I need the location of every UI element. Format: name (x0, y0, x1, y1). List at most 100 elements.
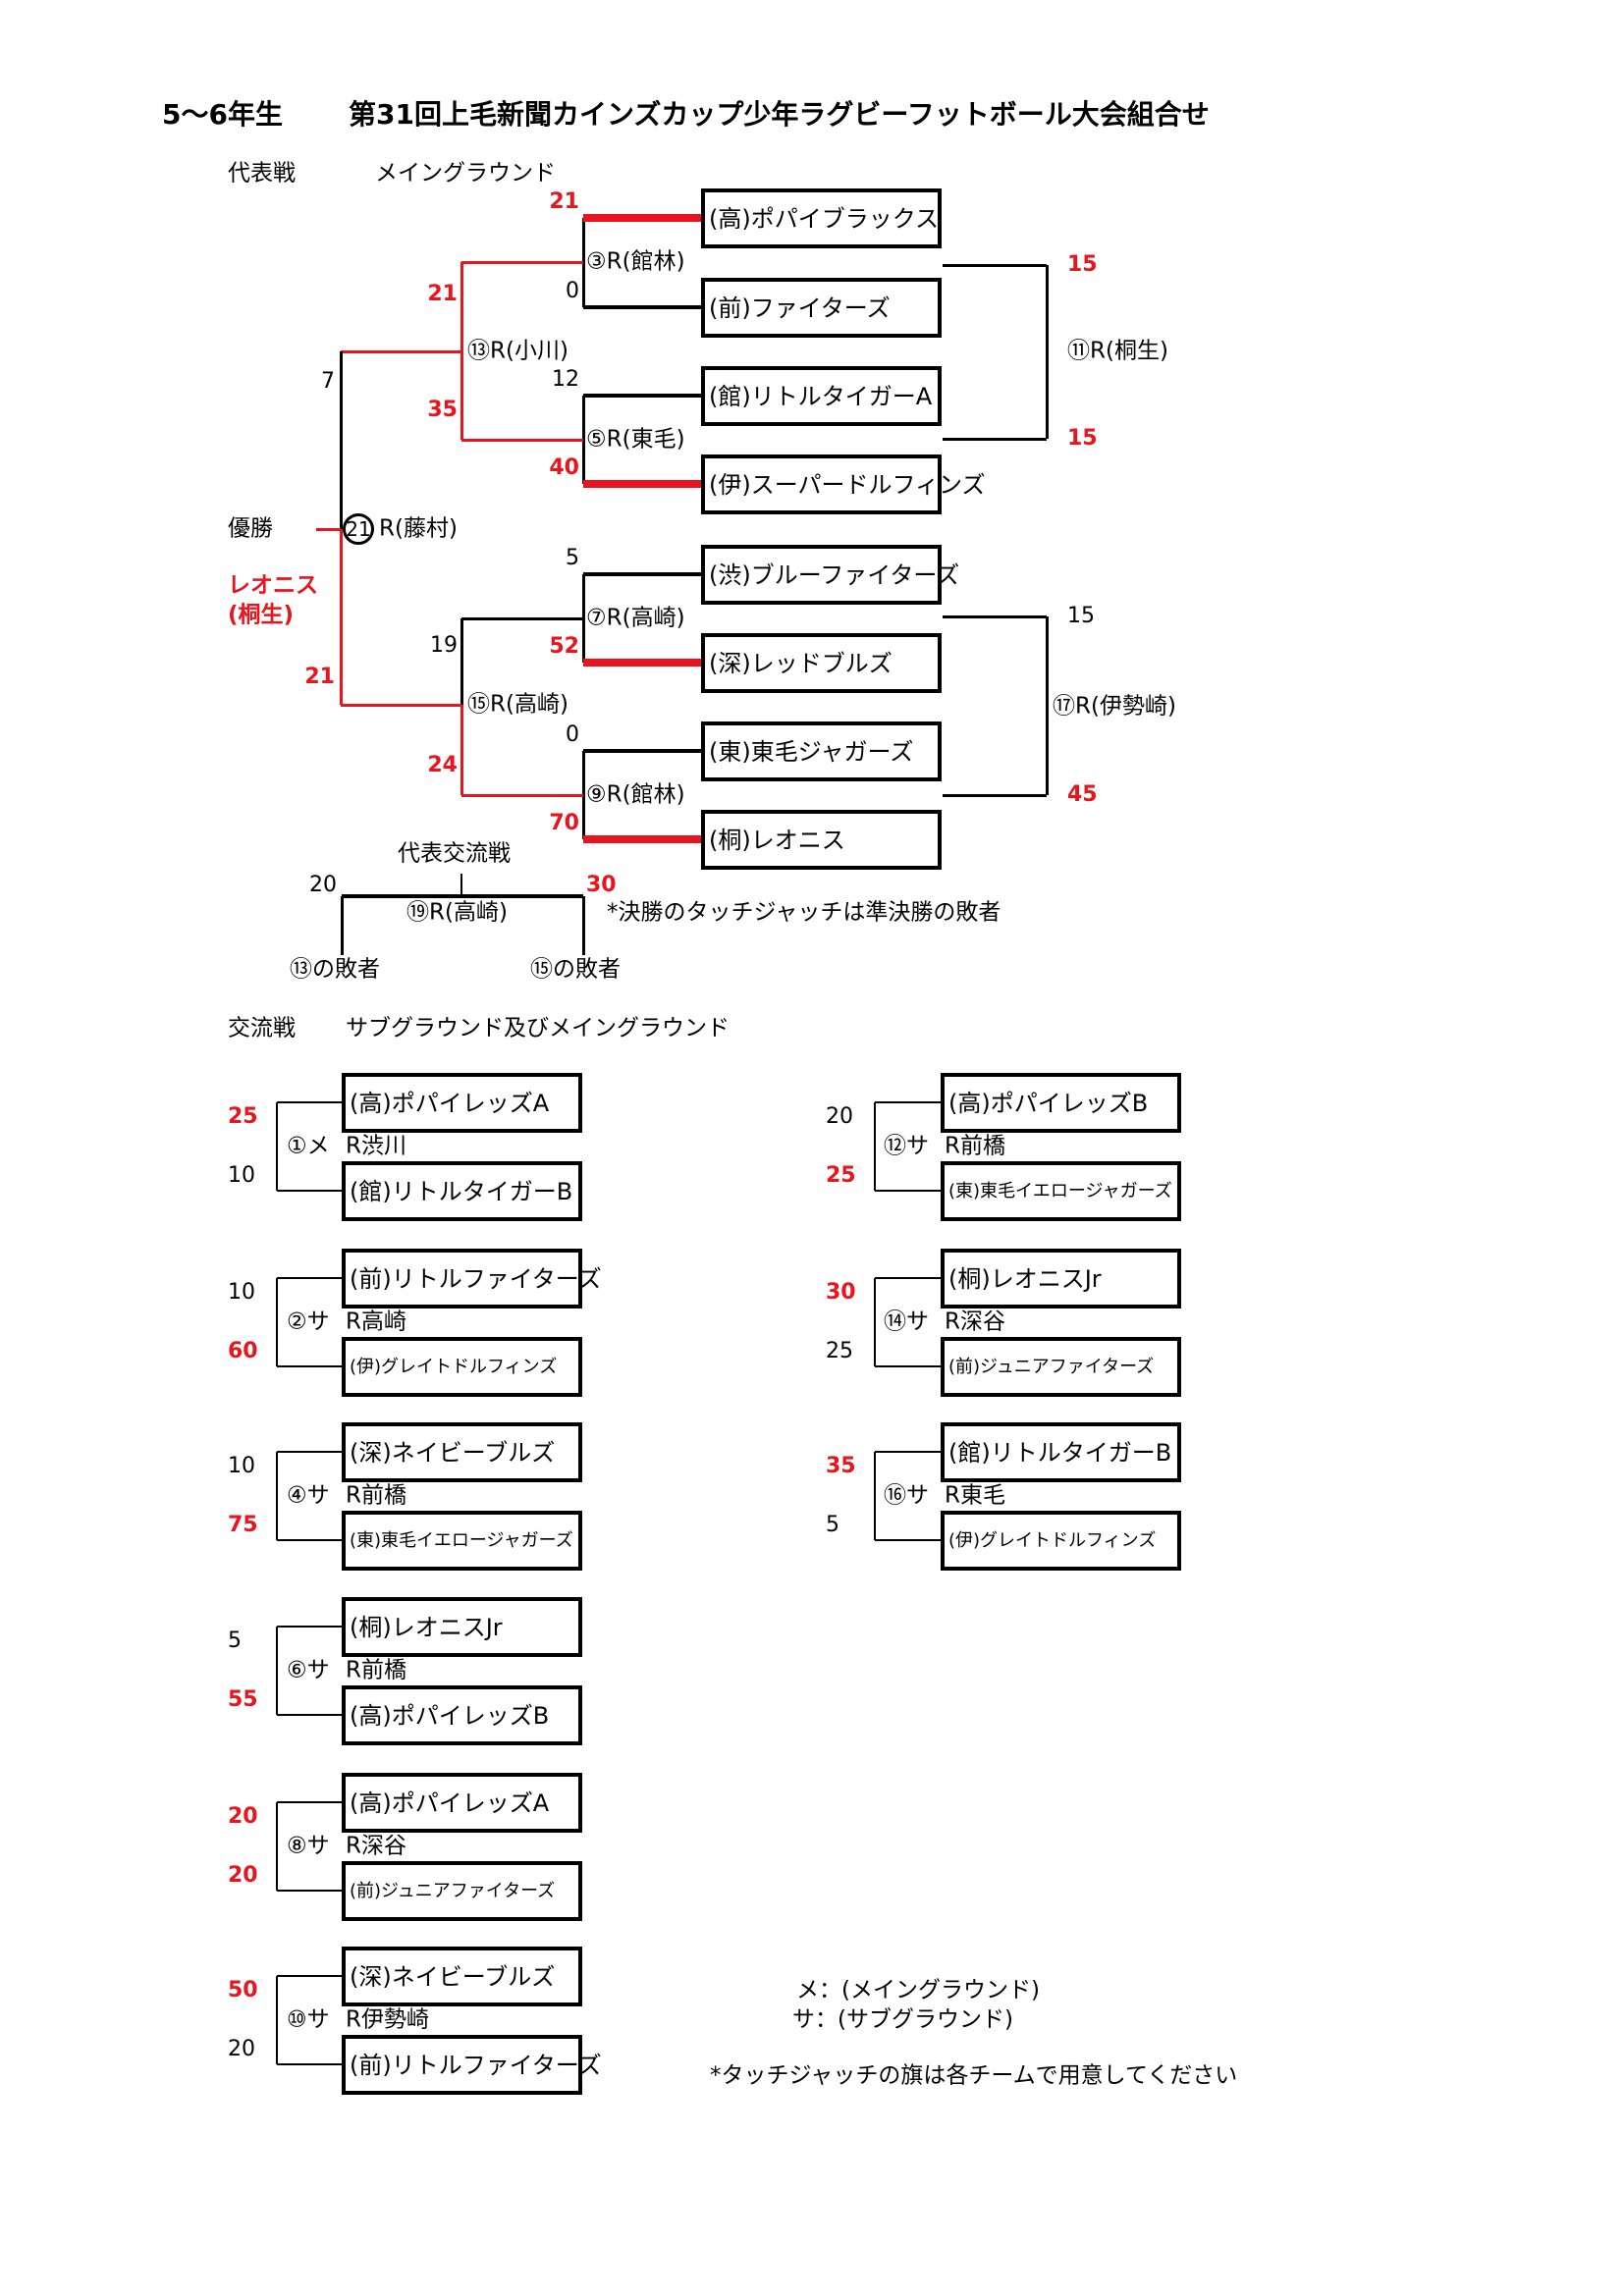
score: 7 (321, 369, 335, 394)
score: 30 (826, 1280, 856, 1305)
team-name: (館)リトルタイガーA (709, 382, 933, 410)
score: 75 (228, 1513, 258, 1537)
exchange-team-box: (高)ポパイレッズB (342, 1685, 582, 1745)
champion-city: (桐生) (228, 602, 295, 628)
section-label: 代表戦 (228, 160, 296, 187)
team-name: (深)ネイビーブルズ (350, 1438, 556, 1467)
score: 15 (1067, 604, 1095, 628)
score: 12 (552, 367, 579, 392)
exchange-team-box: (前)リトルファイターズ (342, 1249, 602, 1308)
bracket-line (875, 1277, 941, 1279)
team-name: (渋)ブルーファイターズ (709, 561, 960, 589)
bracket-line (461, 616, 583, 620)
bracket-line (461, 260, 583, 264)
match-code: ①メ (287, 1133, 330, 1159)
match-label: ③R(館林) (586, 248, 685, 275)
exchange-team-box: (館)リトルタイガーB (941, 1422, 1181, 1482)
score: 52 (549, 634, 579, 659)
match-code: ⑩サ (287, 2006, 330, 2033)
bracket-line (943, 614, 1047, 618)
match-referee: R前橋 (346, 1482, 406, 1509)
match-label: ⑮R(高崎) (467, 691, 568, 718)
bracket-line (277, 1975, 342, 1977)
rep-exchange-title: 代表交流戦 (398, 840, 511, 867)
match-line (583, 214, 701, 222)
team-name: (高)ポパイレッズB (350, 1701, 550, 1730)
bracket-line (276, 1802, 278, 1891)
bracket-line (875, 1190, 941, 1192)
team-name: (高)ポパイブラックス (709, 204, 940, 233)
bracket-line (943, 437, 1047, 441)
score: 0 (566, 279, 579, 303)
team-name: (高)ポパイレッズA (350, 1089, 550, 1117)
score: 10 (228, 1163, 255, 1188)
match-code: ⑯サ (884, 1482, 929, 1509)
exchange-team-box: (高)ポパイレッズB (941, 1073, 1181, 1133)
score: 35 (427, 398, 458, 422)
bracket-line (943, 263, 1047, 267)
score: 30 (586, 873, 617, 897)
score: 0 (566, 722, 579, 747)
team-name: (深)レッドブルズ (709, 649, 893, 677)
champion-label: 優勝 (228, 515, 273, 542)
team-name: (東)東毛ジャガーズ (709, 737, 914, 766)
bracket-line (581, 218, 585, 307)
exchange-team-box: (館)リトルタイガーB (342, 1161, 582, 1221)
bracket-line (276, 1278, 278, 1366)
score: 35 (826, 1454, 856, 1478)
bracket-line (875, 1365, 941, 1367)
champion-team: レオニス (228, 572, 318, 599)
match-code: ⑥サ (287, 1657, 330, 1683)
loser-label: ⑬の敗者 (290, 956, 380, 983)
bracket-line (874, 1102, 876, 1191)
score: 20 (309, 873, 337, 897)
team-name: (桐)レオニスJr (350, 1613, 503, 1641)
bracket-line (460, 262, 463, 351)
match-referee: R深谷 (945, 1308, 1005, 1335)
bracket-line (339, 351, 343, 529)
score: 20 (826, 1104, 853, 1129)
score: 55 (228, 1687, 258, 1712)
team-name: (東)東毛イエロージャガーズ (350, 1529, 573, 1551)
final-touch-judge-note: *決勝のタッチジャッチは準決勝の敗者 (607, 899, 1001, 926)
exchange-team-box: (高)ポパイレッズA (342, 1773, 582, 1833)
exchange-team-box: (前)ジュニアファイターズ (342, 1861, 582, 1921)
bracket-line (277, 1714, 342, 1716)
score: 25 (826, 1339, 853, 1363)
exchange-team-box: (高)ポパイレッズA (342, 1073, 582, 1133)
bracket-line (581, 574, 585, 663)
team-name: (高)ポパイレッズB (948, 1089, 1149, 1117)
score: 15 (1067, 426, 1098, 451)
bracket-line (277, 1890, 342, 1892)
bracket-line (875, 1451, 941, 1453)
team-name: (深)ネイビーブルズ (350, 1962, 556, 1991)
team-name: (東)東毛イエロージャガーズ (948, 1180, 1172, 1201)
bracket-line (340, 896, 344, 955)
match-line (583, 659, 701, 667)
bracket-line (874, 1278, 876, 1366)
score: 21 (549, 189, 579, 214)
bracket-line (316, 527, 341, 531)
bracket-line (277, 1365, 342, 1367)
team-name: (桐)レオニスJr (948, 1264, 1102, 1293)
match-referee: R高崎 (346, 1308, 406, 1335)
match-label: ⑤R(東毛) (586, 426, 685, 453)
score: 25 (826, 1163, 856, 1188)
exchange-team-box: (桐)レオニスJr (941, 1249, 1181, 1308)
bracket-line (341, 349, 461, 353)
match-code: ⑫サ (884, 1133, 929, 1159)
score: 10 (228, 1280, 255, 1305)
exchange-team-box: (伊)グレイトドルフィンズ (342, 1337, 582, 1397)
match-code: ②サ (287, 1308, 330, 1335)
score: 19 (430, 633, 458, 658)
match-referee: R渋川 (346, 1133, 406, 1159)
match-referee: R前橋 (346, 1657, 406, 1683)
match-line (583, 394, 701, 398)
bracket-line (581, 896, 585, 955)
bracket-line (277, 1451, 342, 1453)
team-name: (館)リトルタイガーB (948, 1438, 1172, 1467)
score: 5 (228, 1629, 242, 1653)
main-team-box: (伊)スーパードルフィンズ (701, 454, 986, 514)
score: 15 (1067, 252, 1098, 277)
bracket-line (339, 529, 343, 705)
